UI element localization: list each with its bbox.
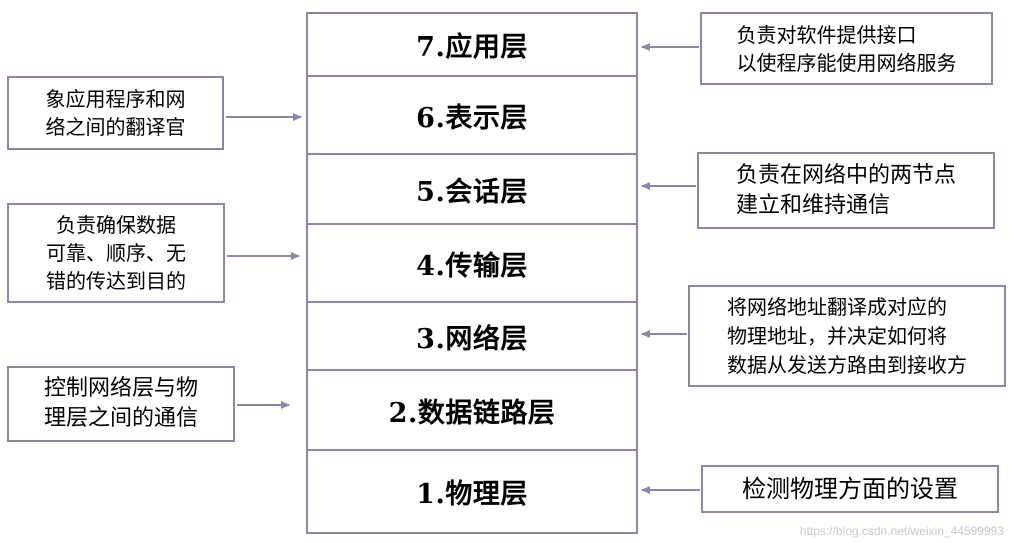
osi-layer-stack: 7.应用层 6.表示层 5.会话层 4.传输层 3.网络层 2.数据链路层 1.…	[306, 12, 638, 534]
layer-session-label: 5.会话层	[416, 176, 528, 208]
layer-network: 3.网络层	[308, 301, 636, 369]
layer-datalink-label: 2.数据链路层	[388, 397, 556, 429]
layer-application: 7.应用层	[308, 14, 636, 75]
note-datalink-text: 控制网络层与物 理层之间的通信	[43, 376, 198, 431]
note-datalink: 控制网络层与物 理层之间的通信	[7, 366, 235, 442]
note-presentation: 象应用程序和网 络之间的翻译官	[7, 76, 224, 150]
note-application-text: 负责对软件提供接口 以使程序能使用网络服务	[736, 22, 957, 75]
note-network-text: 将网络地址翻译成对应的 物理地址，并决定如何将 数据从发送方路由到接收方	[727, 294, 967, 377]
note-session-text: 负责在网络中的两节点 建立和维持通信	[735, 162, 956, 218]
layer-application-label: 7.应用层	[416, 32, 528, 63]
watermark: https://blog.csdn.net/weixin_44599993	[799, 524, 1004, 538]
note-network: 将网络地址翻译成对应的 物理地址，并决定如何将 数据从发送方路由到接收方	[688, 285, 1006, 387]
layer-transport: 4.传输层	[308, 223, 636, 301]
layer-session: 5.会话层	[308, 153, 636, 223]
note-transport: 负责确保数据 可靠、顺序、无 错的传达到目的	[7, 203, 225, 303]
note-application: 负责对软件提供接口 以使程序能使用网络服务	[700, 12, 993, 85]
note-presentation-text: 象应用程序和网 络之间的翻译官	[45, 87, 186, 139]
layer-physical-label: 1.物理层	[416, 479, 528, 510]
note-physical: 检测物理方面的设置	[701, 465, 999, 513]
layer-datalink: 2.数据链路层	[308, 369, 636, 449]
layer-network-label: 3.网络层	[416, 323, 528, 355]
layer-physical: 1.物理层	[308, 449, 636, 532]
layer-transport-label: 4.传输层	[416, 250, 528, 282]
layer-presentation-label: 6.表示层	[416, 102, 528, 134]
layer-presentation: 6.表示层	[308, 75, 636, 153]
note-transport-text: 负责确保数据 可靠、顺序、无 错的传达到目的	[46, 213, 186, 293]
note-session: 负责在网络中的两节点 建立和维持通信	[697, 152, 995, 229]
note-physical-text: 检测物理方面的设置	[742, 475, 958, 503]
